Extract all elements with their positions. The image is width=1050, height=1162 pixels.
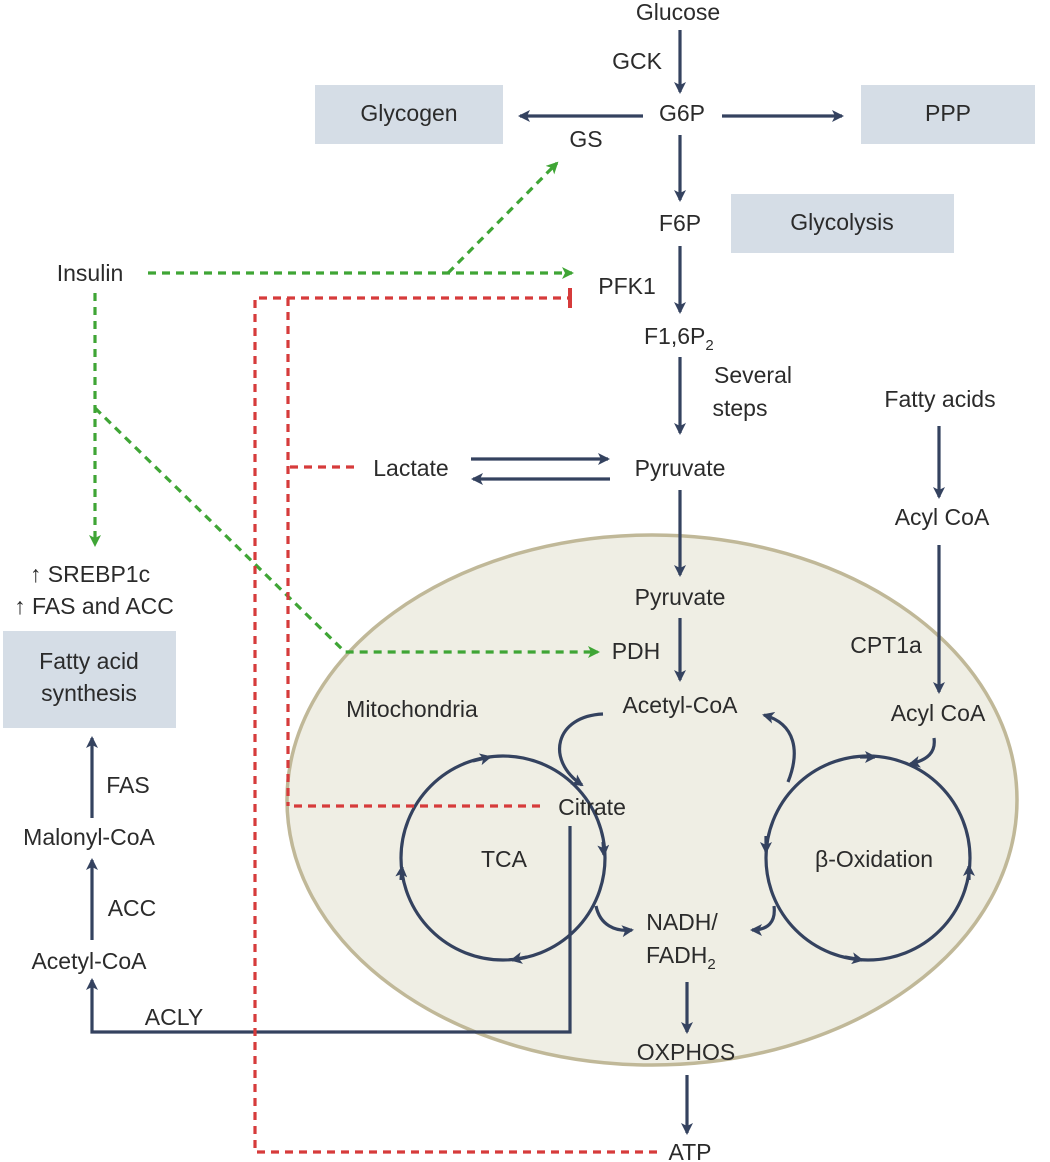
insulin-label: Insulin bbox=[57, 260, 123, 286]
mitochondria-label: Mitochondria bbox=[346, 696, 478, 722]
pfk1-label: PFK1 bbox=[598, 273, 656, 299]
glycolysis-label: Glycolysis bbox=[790, 209, 894, 235]
pyruvate-cyto-label: Pyruvate bbox=[635, 455, 726, 481]
acetylcoa-mito-label: Acetyl-CoA bbox=[622, 692, 738, 718]
atp-label: ATP bbox=[668, 1139, 711, 1162]
several-label: Several bbox=[714, 362, 792, 388]
lactate-label: Lactate bbox=[373, 455, 448, 481]
fadh2-subscript: 2 bbox=[707, 956, 715, 973]
pdh-label: PDH bbox=[612, 638, 661, 664]
acc-label: ACC bbox=[108, 895, 157, 921]
f6p-label: F6P bbox=[659, 210, 701, 236]
g6p-label: G6P bbox=[659, 100, 705, 126]
insulin-to-pdh bbox=[93, 406, 600, 658]
fatty-acid-synthesis-box bbox=[3, 631, 176, 728]
ppp-box bbox=[861, 85, 1035, 144]
glycolysis-box bbox=[731, 194, 954, 253]
tca-arrow-right bbox=[597, 841, 610, 857]
glycogen-label: Glycogen bbox=[360, 100, 457, 126]
f16p2-main: F1,6P bbox=[644, 323, 705, 349]
tca-cycle bbox=[399, 754, 607, 962]
arrow-citrate-acetylcoa-cyto bbox=[86, 826, 572, 1034]
tca-arrow-top bbox=[472, 753, 492, 766]
atp-inhibits-pfk1 bbox=[253, 288, 657, 1154]
tca-label: TCA bbox=[481, 846, 528, 872]
fatty-acid-label-line2: synthesis bbox=[41, 680, 137, 706]
mitochondrion bbox=[285, 533, 1019, 1067]
oxphos-label: OXPHOS bbox=[637, 1039, 735, 1065]
fas-acc-label: ↑ FAS and ACC bbox=[14, 593, 174, 619]
arrow-tca-nadh bbox=[594, 905, 634, 938]
citrate-label: Citrate bbox=[558, 794, 626, 820]
tca-arrow-bottom bbox=[510, 952, 528, 964]
arrow-beta-nadh bbox=[750, 905, 776, 936]
f16p2-subscript: 2 bbox=[705, 337, 713, 354]
malonyl-coa-label: Malonyl-CoA bbox=[23, 824, 155, 850]
beta-arrow-bottom bbox=[844, 952, 864, 965]
acly-label: ACLY bbox=[145, 1004, 203, 1030]
gs-label: GS bbox=[569, 126, 602, 152]
acylcoa-mito-label: Acyl CoA bbox=[891, 700, 986, 726]
steps-label: steps bbox=[713, 395, 768, 421]
nadh-label: NADH/ bbox=[646, 909, 718, 935]
acetylcoa-cyto-label: Acetyl-CoA bbox=[31, 948, 147, 974]
glucose-label: Glucose bbox=[636, 0, 720, 25]
tca-arrow-left bbox=[395, 865, 408, 881]
pyruvate-mito-label: Pyruvate bbox=[635, 584, 726, 610]
acylcoa-cyto-label: Acyl CoA bbox=[895, 504, 990, 530]
arrow-acylcoa-beta bbox=[908, 737, 936, 768]
beta-oxidation-label: β-Oxidation bbox=[815, 846, 933, 872]
arrow-acetylcoa-citrate bbox=[557, 712, 604, 787]
glycogen-box bbox=[315, 85, 503, 144]
ppp-label: PPP bbox=[925, 100, 971, 126]
f16p2-label: F1,6P2 bbox=[644, 323, 714, 354]
arrow-beta-acetylcoa bbox=[762, 711, 796, 783]
cpt1a-label: CPT1a bbox=[850, 632, 922, 658]
fatty-acid-label-line1: Fatty acid bbox=[39, 648, 139, 674]
fas-label: FAS bbox=[106, 772, 149, 798]
fadh2-label: FADH2 bbox=[646, 942, 716, 973]
gck-label: GCK bbox=[612, 48, 663, 74]
srebp-label: ↑ SREBP1c bbox=[30, 561, 150, 587]
insulin-to-gs bbox=[446, 161, 559, 275]
fatty-acids-label: Fatty acids bbox=[884, 386, 995, 412]
fadh2-main: FADH bbox=[646, 942, 707, 968]
